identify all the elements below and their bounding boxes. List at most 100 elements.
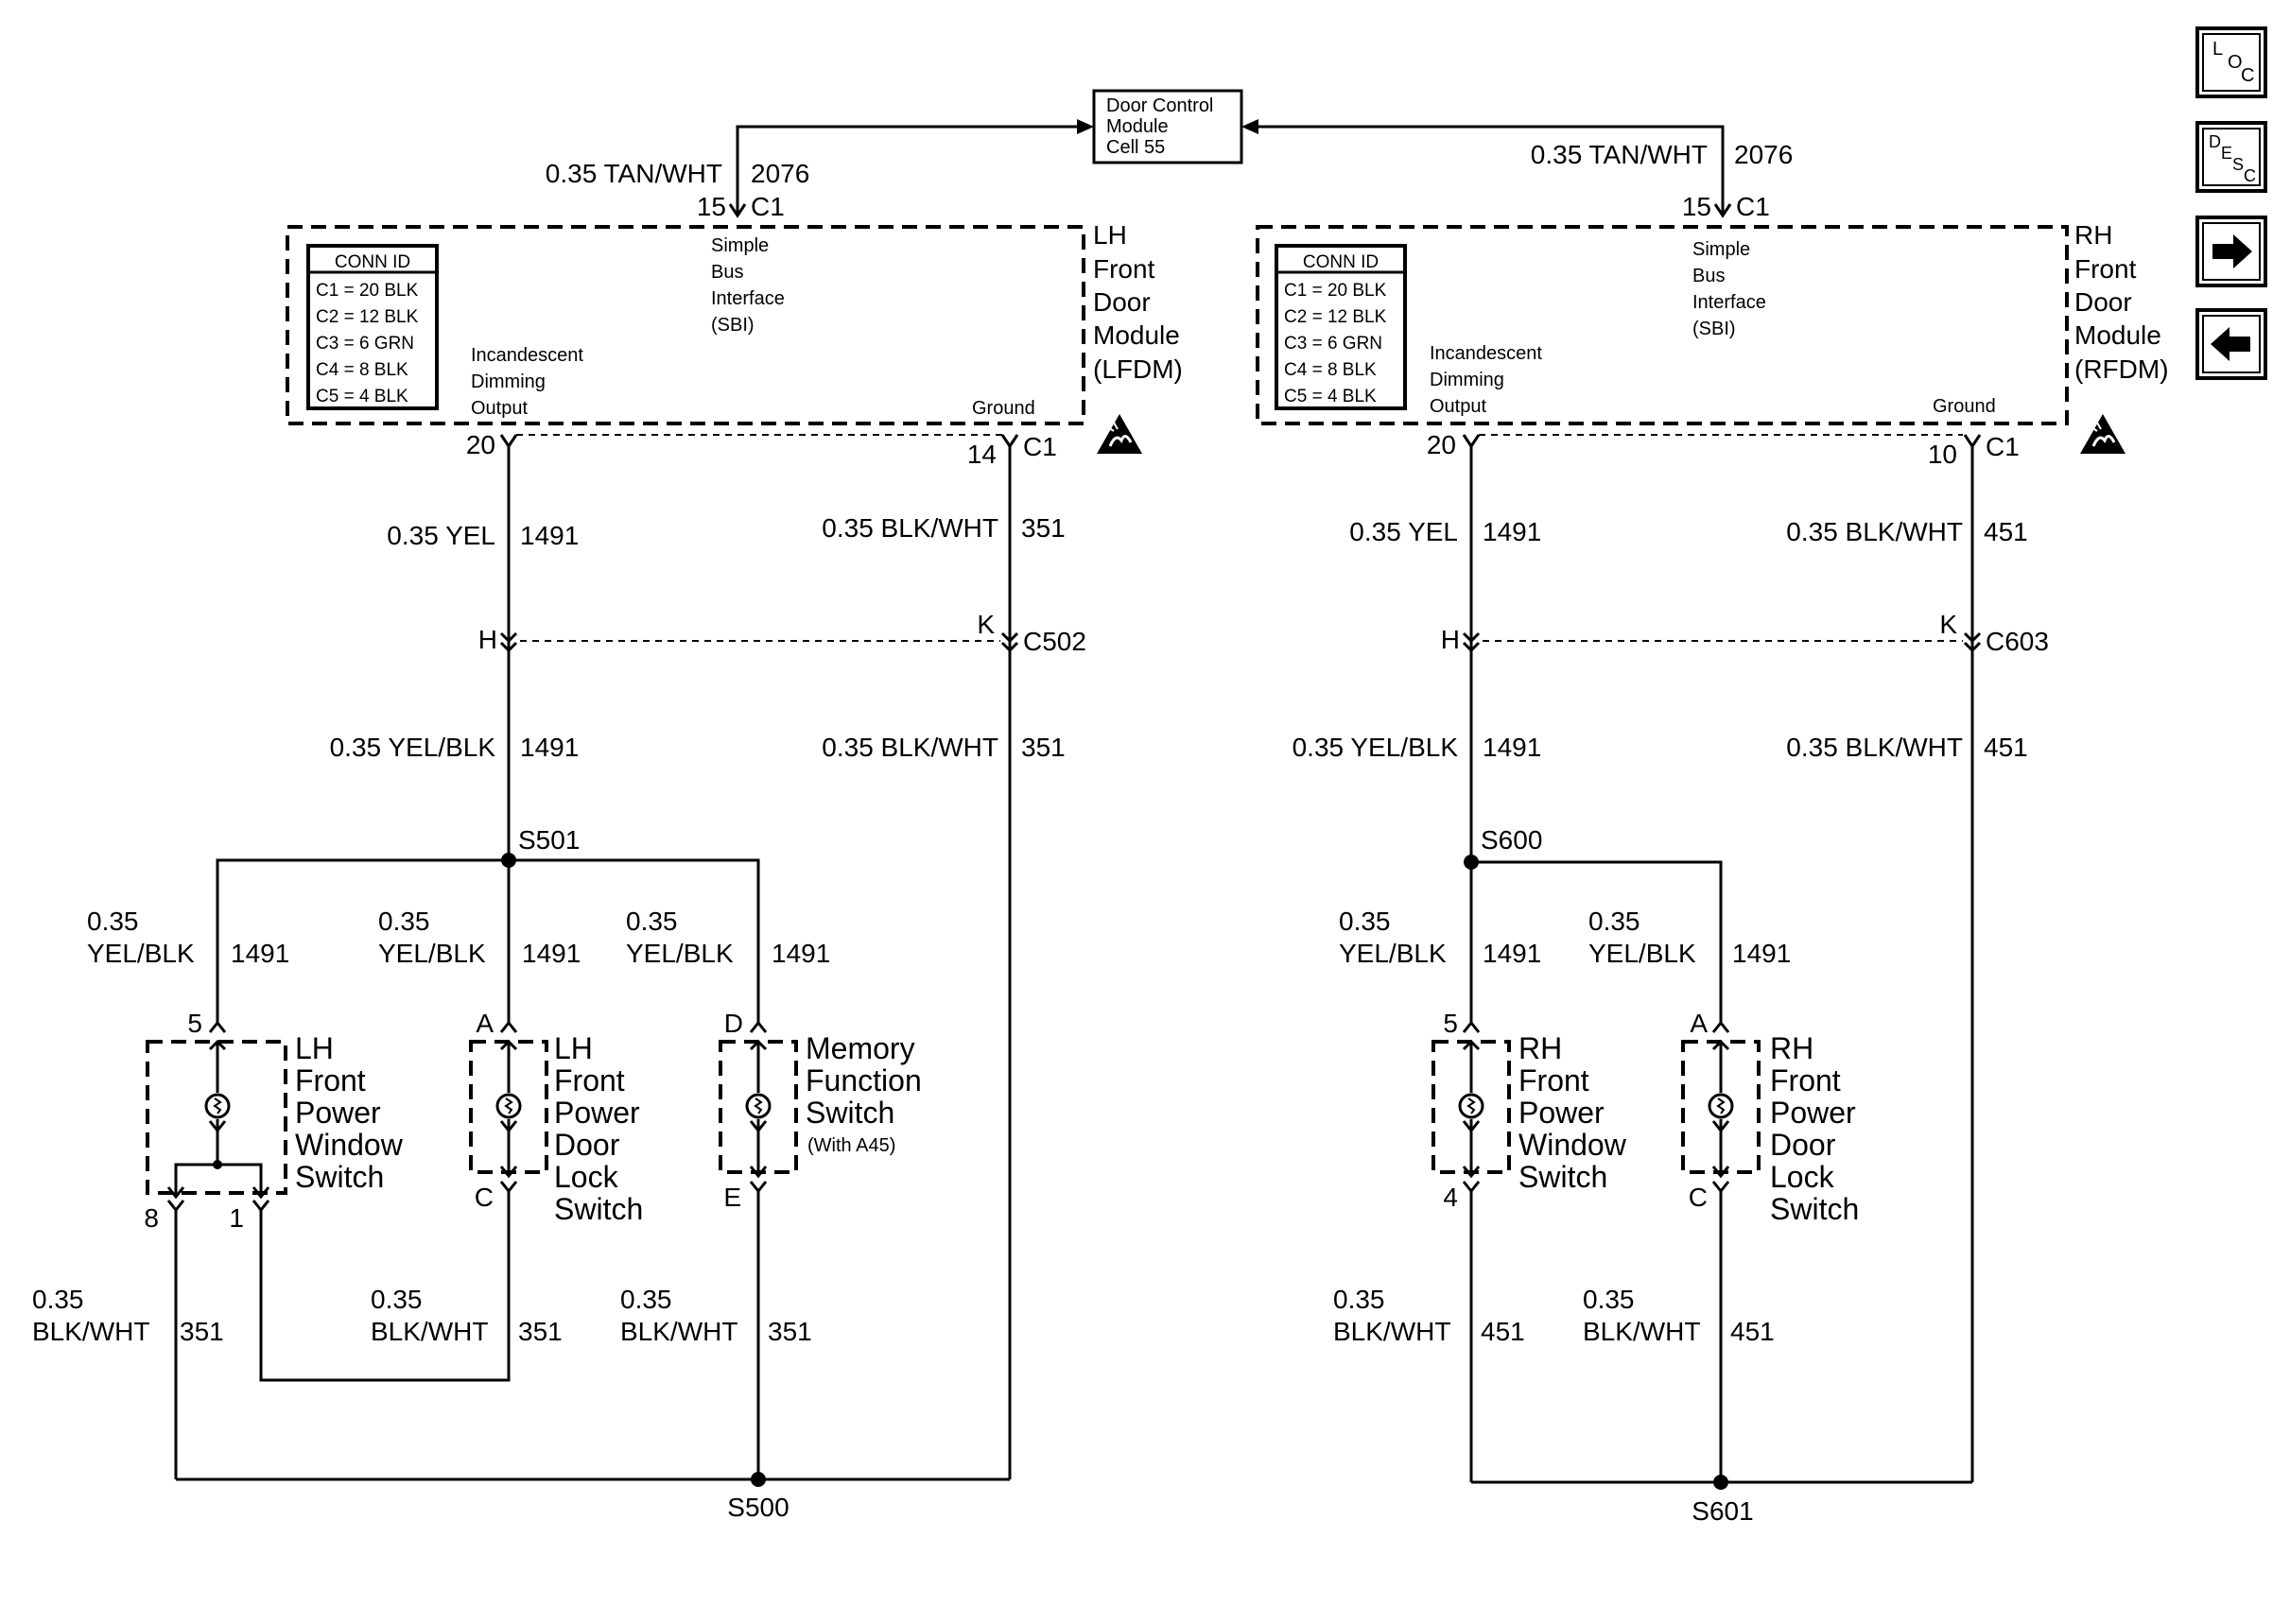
- rh-sw2-pin-bottom: C: [1689, 1183, 1708, 1212]
- lh-yelblk-circuit: 1491: [520, 733, 579, 762]
- lh-sw2-label-4: Door: [554, 1128, 620, 1162]
- rh-tan-wire-label: 0.35 TAN/WHT: [1531, 140, 1708, 169]
- lh-incandescent-1: Incandescent: [471, 345, 583, 366]
- rh-br1-color: YEL/BLK: [1339, 939, 1447, 968]
- lh-sw2-label-5: Lock: [554, 1160, 619, 1194]
- rh-sw1-label-3: Power: [1518, 1096, 1605, 1130]
- rh-module-2: Front: [2074, 254, 2137, 284]
- lh-sw2-label-6: Switch: [554, 1192, 643, 1226]
- rh-sw1-label-2: Front: [1518, 1063, 1589, 1097]
- dcm-label-1: Door Control: [1106, 95, 1213, 116]
- rh-module-4: Module: [2074, 320, 2161, 350]
- rh-sbi-1: Simple: [1692, 239, 1750, 260]
- rh-bot2-gauge: 0.35: [1583, 1285, 1635, 1314]
- rh-sw1-label-5: Switch: [1518, 1160, 1607, 1194]
- desc-letter-c: C: [2244, 166, 2256, 185]
- loc-button[interactable]: L O C: [2195, 26, 2267, 98]
- lh-module-3: Door: [1093, 287, 1151, 317]
- lh-br2-color: YEL/BLK: [378, 939, 486, 968]
- lh-br1-gauge: 0.35: [87, 907, 139, 936]
- rh-blk2-wire: 0.35 BLK/WHT: [1786, 733, 1963, 762]
- arrow-left-icon: [2211, 327, 2250, 361]
- lh-c1-label: C1: [751, 192, 785, 221]
- rh-sw2-label-2: Front: [1770, 1063, 1841, 1097]
- lh-bot1-circuit: 351: [180, 1317, 224, 1346]
- lh-incandescent-3: Output: [471, 398, 528, 419]
- rh-bot1-circuit: 451: [1481, 1317, 1525, 1346]
- lh-bot2-gauge: 0.35: [371, 1285, 423, 1314]
- lh-sw1-pin-top: 5: [187, 1009, 202, 1038]
- dcm-label-2: Module: [1106, 116, 1169, 137]
- lh-bot2-color: BLK/WHT: [371, 1317, 488, 1346]
- lh-sw3-label-1: Memory: [806, 1031, 915, 1065]
- prev-button[interactable]: [2195, 308, 2267, 380]
- rh-module-3: Door: [2074, 287, 2132, 317]
- rh-conn-c2: C2 = 12 BLK: [1284, 307, 1387, 327]
- lh-sw3-label-3: Switch: [806, 1096, 894, 1130]
- rh-pin-h: H: [1441, 625, 1460, 654]
- next-button[interactable]: [2195, 216, 2267, 287]
- lh-blk2-wire: 0.35 BLK/WHT: [822, 733, 998, 762]
- lh-pin-k: K: [977, 610, 995, 639]
- rh-conn-c4: C4 = 8 BLK: [1284, 360, 1377, 380]
- lh-sw1-label-5: Switch: [295, 1160, 384, 1194]
- lh-sw1-pin-8: 8: [144, 1203, 159, 1233]
- rh-pin-ground: 10: [1928, 440, 1957, 469]
- lh-bot1-color: BLK/WHT: [32, 1317, 149, 1346]
- rh-incandescent-1: Incandescent: [1430, 343, 1542, 364]
- rh-tan-circuit: 2076: [1734, 140, 1793, 169]
- rh-c1-pin: 15: [1682, 192, 1711, 221]
- rh-br2-circuit: 1491: [1732, 939, 1791, 968]
- lh-blk2-circuit: 351: [1021, 733, 1066, 762]
- rh-sw1-pin-bottom: 4: [1443, 1183, 1458, 1212]
- rh-br2-color: YEL/BLK: [1588, 939, 1696, 968]
- rh-esd-icon: [2078, 412, 2127, 456]
- rh-sw2-label-5: Lock: [1770, 1160, 1835, 1194]
- loc-letter-c: C: [2241, 65, 2254, 86]
- rh-ground-c1: C1: [1986, 432, 2020, 461]
- lh-br2-gauge: 0.35: [378, 907, 430, 936]
- lh-bot3-gauge: 0.35: [620, 1285, 672, 1314]
- rh-yelblk-circuit: 1491: [1483, 733, 1541, 762]
- rh-yelblk-wire: 0.35 YEL/BLK: [1293, 733, 1459, 762]
- rh-yel-circuit: 1491: [1483, 517, 1541, 546]
- dcm-label-3: Cell 55: [1106, 137, 1165, 158]
- rh-blk-circuit: 451: [1984, 517, 2028, 546]
- rh-conn-id-title: CONN ID: [1303, 252, 1379, 272]
- lh-conn-c4: C4 = 8 BLK: [316, 360, 408, 380]
- lh-pin-20: 20: [466, 430, 495, 459]
- lh-pin-ground: 14: [967, 440, 997, 469]
- desc-button[interactable]: D E S C: [2195, 121, 2267, 193]
- rh-door-lock-switch: A C RH Front Power Door Lock Switch: [1681, 1009, 1859, 1226]
- rh-window-switch: 5 4 RH Front Power Window Switch: [1431, 1009, 1627, 1212]
- lh-sw1-label-2: Front: [295, 1063, 366, 1097]
- rh-blk2-circuit: 451: [1984, 733, 2028, 762]
- lh-br2-circuit: 1491: [522, 939, 581, 968]
- door-control-module: Door Control Module Cell 55: [1092, 89, 1243, 164]
- rh-pin-k: K: [1939, 610, 1957, 639]
- rh-conn-id-table: CONN ID C1 = 20 BLK C2 = 12 BLK C3 = 6 G…: [1275, 244, 1407, 410]
- lh-bot2-circuit: 351: [518, 1317, 563, 1346]
- lh-splice-s501: S501: [518, 825, 580, 855]
- lh-window-switch: 5 8 1 LH Front Power Window Switch: [144, 1009, 403, 1233]
- rh-sw1-pin-top: 5: [1443, 1009, 1458, 1038]
- lh-esd-icon: [1095, 412, 1144, 456]
- rh-sw2-label-3: Power: [1770, 1096, 1856, 1130]
- rh-sw2-label-6: Switch: [1770, 1192, 1859, 1226]
- lh-sw3-label-2: Function: [806, 1063, 922, 1097]
- desc-letter-d: D: [2209, 132, 2221, 151]
- lh-conn-id-table: CONN ID C1 = 20 BLK C2 = 12 BLK C3 = 6 G…: [306, 244, 439, 410]
- lh-module-2: Front: [1093, 254, 1155, 284]
- lh-sw1-pin-1: 1: [229, 1203, 244, 1233]
- lh-br1-circuit: 1491: [231, 939, 289, 968]
- lh-door-lock-switch: A C LH Front Power Door Lock Switch: [469, 1009, 643, 1226]
- lh-conn-c1: C1 = 20 BLK: [316, 281, 419, 301]
- memory-function-switch: D E Memory Function Switch (With A45): [719, 1009, 922, 1212]
- rh-blk-wire: 0.35 BLK/WHT: [1786, 517, 1963, 546]
- lh-module-4: Module: [1093, 320, 1180, 350]
- lh-yel-wire: 0.35 YEL: [387, 521, 495, 550]
- arrow-right-icon: [2212, 234, 2252, 268]
- lh-sw1-label-1: LH: [295, 1031, 334, 1065]
- rh-br1-circuit: 1491: [1483, 939, 1541, 968]
